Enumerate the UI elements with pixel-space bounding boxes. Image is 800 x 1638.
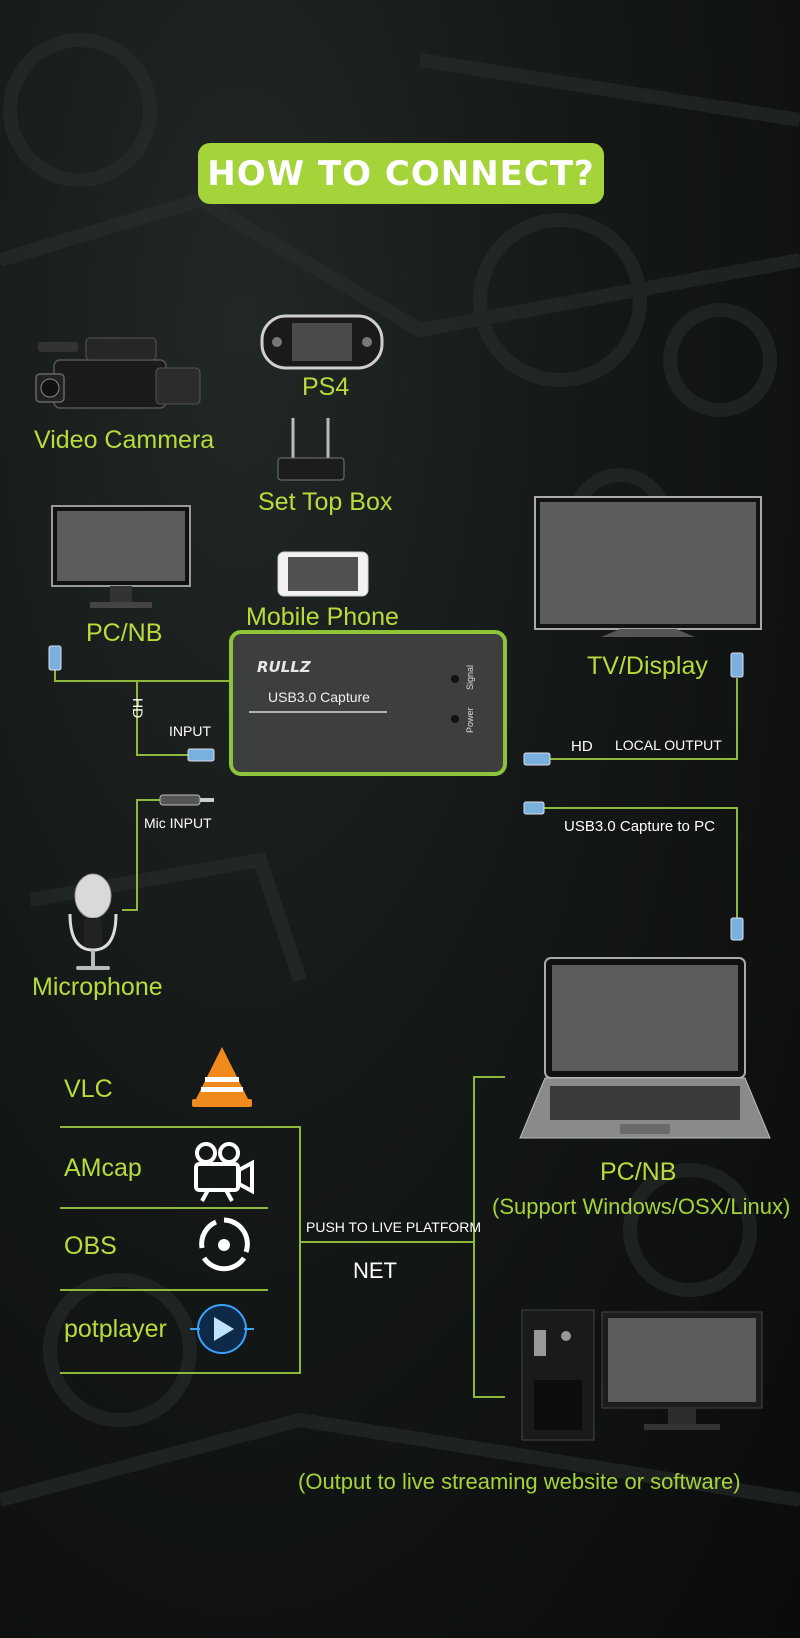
desktop-pc-icon — [521, 1309, 763, 1441]
set-top-box-icon — [277, 418, 345, 481]
signal-led-label: Signal — [465, 664, 475, 690]
usb-capture-to-pc-label: USB3.0 Capture to PC — [564, 818, 715, 835]
usb-plug-pc — [730, 917, 744, 941]
software-obs-label: OBS — [64, 1232, 117, 1260]
wire-mic — [122, 799, 160, 911]
device-brand: RULLZ — [257, 658, 311, 676]
usb-plug-device — [523, 801, 545, 815]
wire-pc-to-device — [54, 670, 230, 682]
power-led-label: Power — [465, 707, 475, 733]
microphone-label: Microphone — [32, 973, 163, 1001]
laptop-icon — [519, 957, 771, 1139]
wire-usb-to-pc — [543, 807, 738, 918]
amcap-camera-icon — [194, 1142, 254, 1202]
software-separators — [60, 1126, 268, 1374]
ps4-handheld-icon — [260, 314, 384, 370]
wire-local-output — [548, 678, 738, 760]
software-potplayer-label: potplayer — [64, 1315, 167, 1343]
software-vlc-label: VLC — [64, 1075, 113, 1103]
video-camera-label: Video Cammera — [34, 426, 215, 454]
input-label: INPUT — [169, 723, 211, 739]
device-name: USB3.0 Capture — [268, 689, 370, 705]
tv-display-icon — [534, 496, 762, 637]
ps4-label: PS4 — [302, 373, 350, 401]
os-support-note: (Support Windows/OSX/Linux) — [492, 1194, 791, 1219]
audio-jack-plug — [159, 794, 214, 806]
hdmi-plug-input — [187, 748, 215, 762]
hdmi-plug-pc — [48, 645, 62, 671]
hdmi-plug-tv — [730, 652, 744, 678]
software-amcap-label: AMcap — [64, 1154, 142, 1182]
vlc-cone-icon — [192, 1047, 252, 1107]
hd-input-vertical-label: HD — [130, 698, 146, 719]
tv-display-label: TV/Display — [587, 652, 708, 680]
pc-nb-source-label: PC/NB — [86, 619, 163, 647]
mobile-phone-icon — [277, 551, 369, 597]
mobile-phone-label: Mobile Phone — [246, 603, 399, 631]
hd-output-label: HD — [571, 738, 593, 755]
wire-hd-input — [136, 681, 188, 756]
push-to-live-label: PUSH TO LIVE PLATFORM — [306, 1219, 482, 1235]
wires — [54, 670, 738, 1398]
page-title: HOW TO CONNECT? — [198, 143, 604, 204]
wire-output-bracket — [473, 1076, 505, 1398]
video-camera-icon — [35, 337, 201, 409]
pc-nb-output-label: PC/NB — [600, 1158, 677, 1186]
set-top-box-label: Set Top Box — [258, 488, 393, 516]
local-output-label: LOCAL OUTPUT — [615, 737, 722, 753]
obs-logo-icon — [199, 1217, 250, 1272]
hdmi-plug-output — [523, 752, 551, 766]
pc-monitor-icon — [51, 505, 191, 608]
net-label: NET — [353, 1258, 397, 1283]
live-output-note: (Output to live streaming website or sof… — [298, 1469, 741, 1494]
potplayer-play-icon — [190, 1304, 254, 1354]
mic-input-label: Mic INPUT — [144, 815, 212, 831]
capture-device-body — [229, 630, 507, 776]
wire-software-bracket — [268, 1126, 301, 1374]
microphone-icon — [68, 873, 118, 970]
